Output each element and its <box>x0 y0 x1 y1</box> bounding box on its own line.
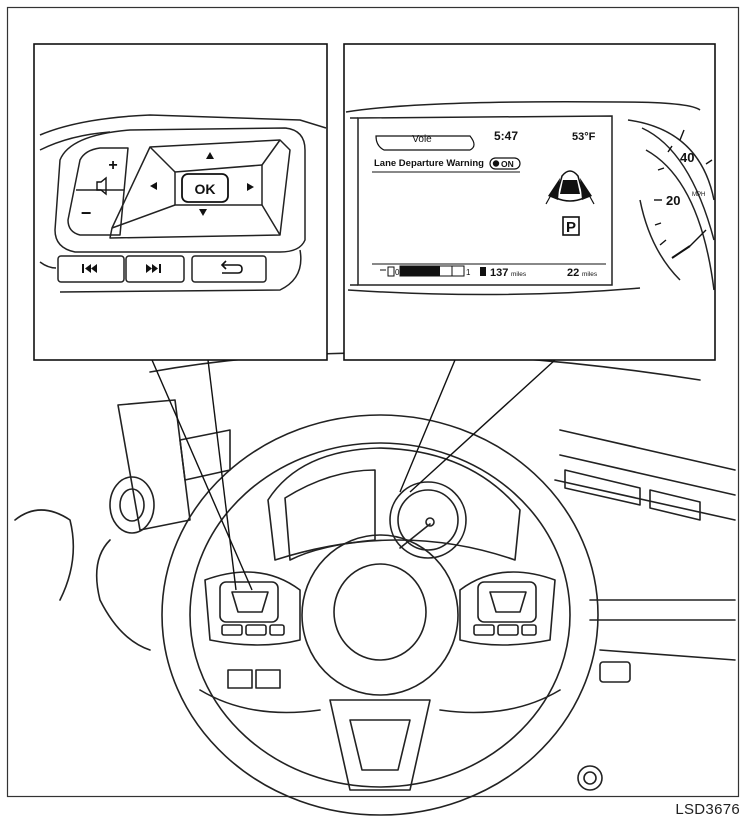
wheel-right-switch <box>477 581 537 623</box>
figure-border <box>6 6 740 798</box>
speedometer-dial <box>627 119 715 201</box>
lane-departure-label: Lane Departure Warning <box>374 158 484 169</box>
switch-housing <box>54 127 306 253</box>
skip-back-icon <box>82 264 97 273</box>
volume-down-label: − <box>81 203 92 223</box>
wheel-hub-outer <box>301 534 459 696</box>
speed-tick-20: 20 <box>666 193 680 208</box>
steering-wheel-scene <box>14 352 736 816</box>
ok-label: OK <box>195 181 216 197</box>
display-inset: 40 20 MPH Voie 5:47 53°F Lane Departure … <box>343 43 716 361</box>
switch-inset: OK + − <box>33 43 328 361</box>
cluster-bezel <box>345 100 701 113</box>
wheel-rim-outer <box>161 414 599 816</box>
lane-car-icon <box>545 170 595 205</box>
fuel-full-label: 1 <box>466 268 471 277</box>
callout-lines <box>151 359 556 591</box>
fuel-empty-label: 0 <box>395 268 400 277</box>
speedometer-ticks <box>654 129 713 259</box>
wheel-rim-inner <box>189 442 571 788</box>
source-tab <box>375 135 475 151</box>
warning-status: ON <box>501 159 514 169</box>
back-icon <box>220 260 243 274</box>
volume-up-label: + <box>108 157 117 174</box>
screen-frame <box>357 115 613 286</box>
cluster-screen <box>284 469 376 561</box>
speed-tick-40: 40 <box>680 150 694 165</box>
ok-button <box>181 173 229 203</box>
clock: 5:47 <box>494 129 518 143</box>
right-vent <box>564 469 641 506</box>
arrow-right-icon <box>247 183 254 191</box>
speaker-icon <box>96 176 107 196</box>
wheel-hub-inner <box>333 563 427 661</box>
volume-rocker <box>67 147 129 236</box>
trip-unit: miles <box>582 271 598 278</box>
fuel-level <box>400 266 440 276</box>
range-unit: miles <box>511 271 527 278</box>
arrow-down-icon <box>199 209 207 216</box>
figure-id: LSD3676 <box>675 801 740 818</box>
range-value: 137 <box>490 267 508 279</box>
left-spoke <box>204 571 301 646</box>
gear-box <box>562 216 580 236</box>
gear-indicator: P <box>566 219 576 236</box>
trip-value: 22 <box>567 267 579 279</box>
outside-temp: 53°F <box>572 131 596 143</box>
fuel-pump-icon <box>387 266 395 277</box>
fuel-gauge: 0 1 <box>380 265 471 277</box>
wheel-left-switch <box>219 581 279 623</box>
dashboard-right-edge <box>559 429 736 471</box>
right-spoke <box>459 571 556 646</box>
bottom-spoke <box>329 699 431 791</box>
speed-unit: MPH <box>692 192 705 198</box>
arrow-up-icon <box>206 152 214 159</box>
audio-source: Voie <box>412 134 432 145</box>
skip-forward-icon <box>146 264 161 273</box>
range-pump-icon <box>480 267 486 276</box>
arrow-left-icon <box>150 182 157 190</box>
cluster-gauge <box>389 481 467 559</box>
